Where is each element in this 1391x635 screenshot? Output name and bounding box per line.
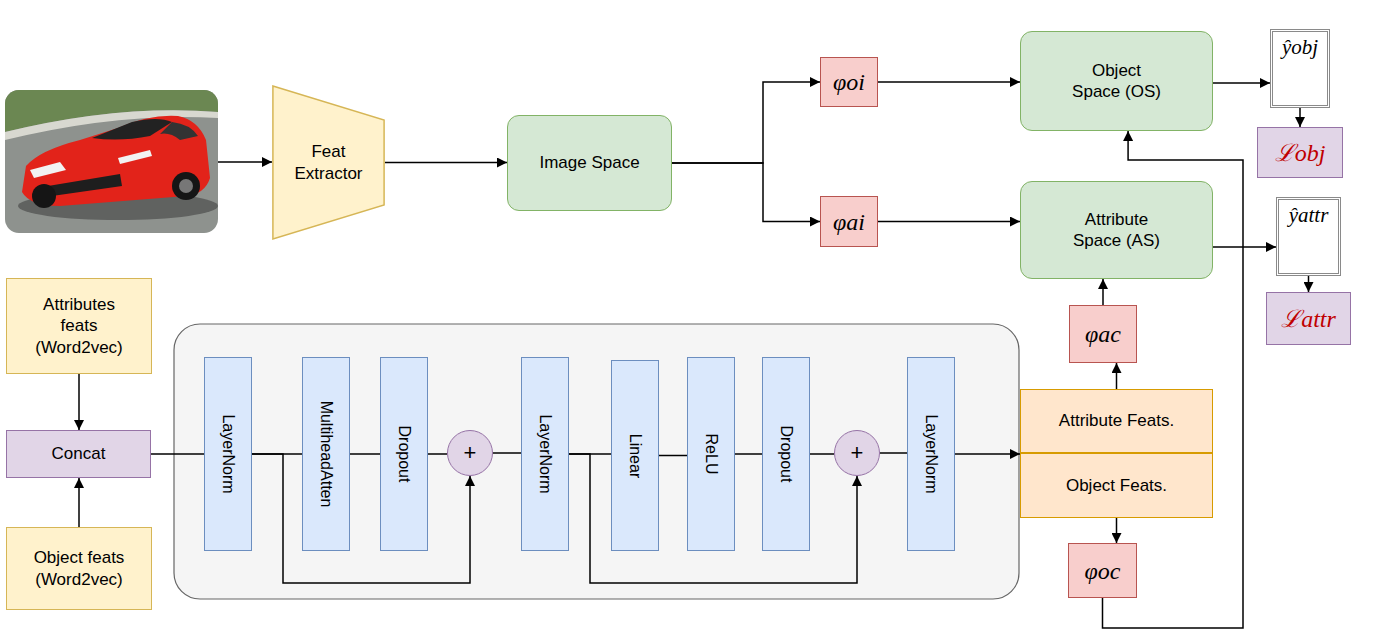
layer-box: LayerNorm — [907, 357, 955, 551]
connector — [151, 453, 204, 455]
space-box: Object Space (OS) — [1020, 31, 1213, 131]
connector — [1116, 363, 1118, 389]
photo-road — [5, 90, 218, 233]
box-label: Object feats (Word2vec) — [33, 547, 125, 590]
box-label: LayerNorm — [218, 414, 238, 493]
connector — [493, 452, 521, 454]
feature-cell: Attribute Feats. — [1020, 389, 1213, 453]
connector — [1308, 276, 1310, 292]
feature-cell: Object Feats. — [1020, 453, 1213, 518]
car-rim — [179, 179, 193, 193]
box-label: Object Feats. — [1066, 475, 1167, 496]
box-label: Object Space (OS) — [1071, 60, 1163, 103]
car-grille — [48, 174, 122, 196]
connector — [428, 453, 447, 455]
car-wheel — [32, 184, 56, 208]
connector — [880, 452, 907, 454]
projection-box: φoi — [820, 57, 878, 107]
connector — [1102, 279, 1104, 305]
connector — [878, 81, 1020, 83]
layer-box: Linear — [611, 360, 659, 551]
add-circle: + — [447, 430, 493, 476]
box-label: Dropout — [394, 426, 414, 483]
connector — [672, 163, 820, 222]
box-label: MultiheadAtten — [316, 401, 336, 508]
math-label: ŷattr — [1289, 202, 1329, 228]
math-label: ℒobj — [1275, 138, 1326, 168]
car-wheel — [172, 172, 200, 200]
box-label: Image Space — [539, 152, 639, 173]
connector — [659, 455, 687, 457]
connector — [955, 453, 1020, 455]
layer-box: LayerNorm — [521, 357, 569, 551]
connector — [1116, 518, 1118, 543]
math-label: ŷobj — [1282, 34, 1318, 60]
math-label: φac — [1085, 319, 1121, 349]
connector — [78, 478, 80, 527]
box-label: Feat Extractor — [289, 141, 369, 184]
box-label: LayerNorm — [921, 414, 941, 493]
math-label: φai — [833, 207, 865, 237]
box-label: + — [464, 439, 477, 467]
projection-box: φai — [820, 196, 878, 247]
connector — [735, 453, 762, 455]
layer-box: ReLU — [687, 357, 735, 551]
trapezoid-outline — [273, 86, 384, 239]
math-label: φoc — [1085, 556, 1121, 586]
car-windshield — [92, 119, 172, 140]
math-label: ℒattr — [1281, 304, 1336, 334]
connector — [350, 453, 380, 455]
car-side-window — [160, 122, 198, 140]
connector — [810, 453, 834, 455]
feature-extractor: Feat Extractor — [272, 85, 385, 240]
connector — [1213, 246, 1276, 248]
connector — [1213, 82, 1270, 84]
space-box: Attribute Space (AS) — [1020, 181, 1213, 279]
car-photo — [5, 90, 218, 233]
connector — [1299, 108, 1301, 127]
embedding-box: Object feats (Word2vec) — [6, 527, 152, 610]
connector — [672, 82, 820, 163]
input-arrow — [218, 161, 272, 163]
concat-box: Concat — [6, 430, 151, 478]
math-label: φoi — [833, 67, 865, 97]
connector — [252, 454, 470, 583]
box-label: Concat — [52, 443, 106, 464]
box-label: Attribute Feats. — [1059, 410, 1174, 431]
box-label: ReLU — [701, 434, 721, 475]
layer-box: LayerNorm — [204, 357, 252, 551]
car-headlight — [30, 162, 66, 178]
connector — [78, 374, 80, 430]
box-label: Linear — [625, 433, 645, 477]
box-label: + — [851, 439, 864, 467]
prediction-vector: ŷobj — [1270, 29, 1330, 108]
box-label: LayerNorm — [535, 414, 555, 493]
add-circle: + — [834, 430, 880, 476]
layer-box: Dropout — [762, 357, 810, 551]
car-headlight — [118, 150, 152, 164]
loss-box: ℒattr — [1266, 292, 1351, 345]
box-label: Attribute Space (AS) — [1071, 209, 1163, 252]
loss-box: ℒobj — [1257, 127, 1343, 178]
space-box: Image Space — [507, 115, 672, 211]
layer-box: Dropout — [380, 357, 428, 551]
projection-box: φac — [1069, 305, 1137, 363]
layer-box: MultiheadAtten — [302, 357, 350, 551]
embedding-box: Attributes feats (Word2vec) — [6, 278, 152, 374]
box-label: Attributes feats (Word2vec) — [33, 294, 125, 358]
projection-box: φoc — [1068, 543, 1137, 598]
prediction-vector: ŷattr — [1276, 197, 1341, 276]
trapezoid-shape — [272, 85, 385, 240]
box-label: Dropout — [776, 426, 796, 483]
connector — [878, 221, 1020, 223]
connector — [385, 162, 507, 164]
encoder-block-region — [174, 324, 1019, 599]
